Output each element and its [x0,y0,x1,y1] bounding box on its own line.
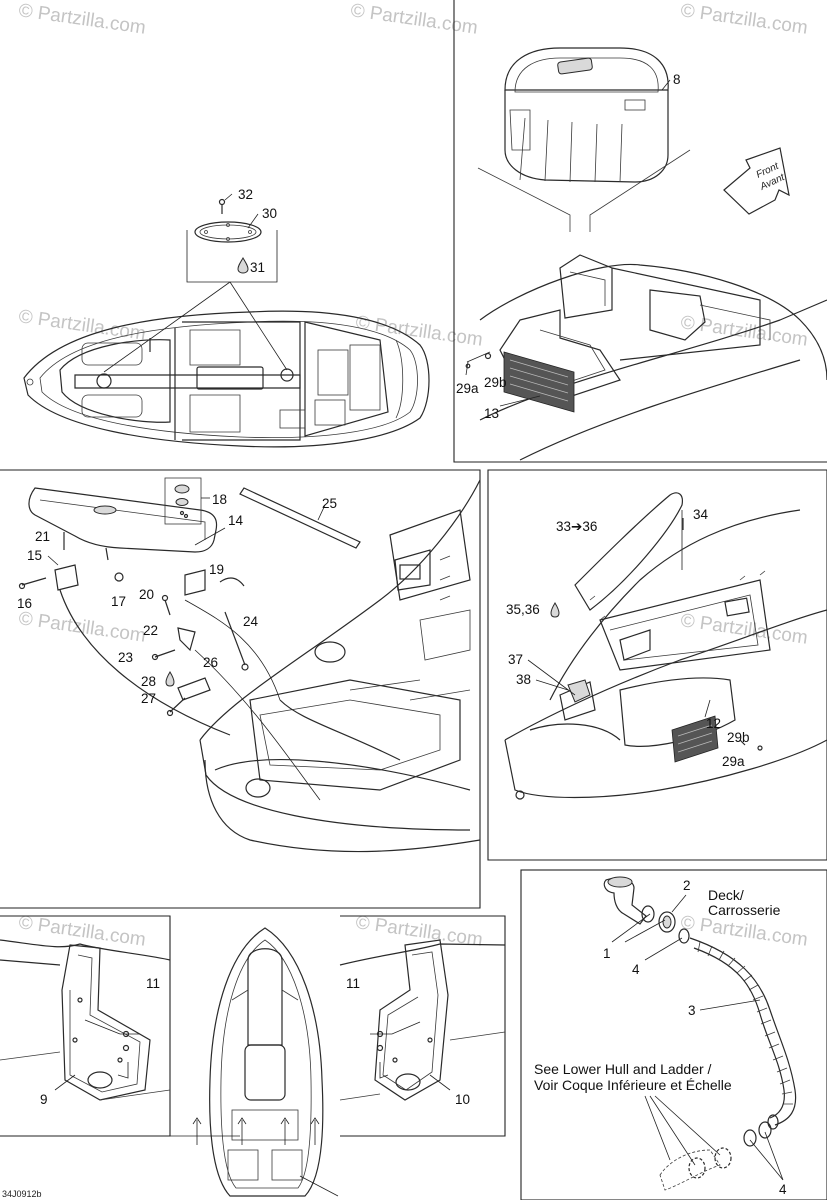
callout-21: 21 [35,529,50,544]
callout-12: 12 [706,716,721,731]
callout-25: 25 [322,496,337,511]
panel-bottom-center [170,927,339,1197]
callout-4-top: 4 [632,962,640,977]
deck-note-line-1: Deck/ [708,887,744,903]
callout-34: 34 [693,507,709,522]
callout-37: 37 [508,652,523,667]
callout-35-36: 35,36 [506,602,540,617]
watermarks: © Partzilla.com © Partzilla.com © Partzi… [17,0,809,951]
callout-19: 19 [209,562,224,577]
deck-note-line-2: Carrosserie [708,902,781,918]
watermark: © Partzilla.com [17,0,147,39]
callout-29b-top: 29b [484,375,507,390]
callout-13: 13 [484,406,499,421]
callout-17: 17 [111,594,126,609]
callout-32: 32 [238,187,253,202]
see-note-line-2: Voir Coque Inférieure et Échelle [534,1077,732,1093]
callout-24: 24 [243,614,259,629]
callout-26: 26 [203,655,218,670]
panel-bottom-mid-right [339,915,506,1137]
callout-8: 8 [673,72,681,87]
callout-31: 31 [250,260,265,275]
callout-27: 27 [141,691,156,706]
callout-14: 14 [228,513,244,528]
callout-22: 22 [143,623,158,638]
callout-4-bottom: 4 [779,1182,787,1197]
figure-code: 34J0912b [2,1189,42,1199]
watermark: © Partzilla.com [679,610,809,649]
watermark: © Partzilla.com [349,0,479,39]
panel-bottom-left [0,915,171,1137]
watermark: © Partzilla.com [17,306,147,345]
callouts: 32 30 31 8 29a 29b 13 18 25 14 21 15 19 … [17,72,787,1197]
watermark: © Partzilla.com [679,0,809,39]
callout-16: 16 [17,596,32,611]
panel-top-left [23,193,430,448]
callout-28: 28 [141,674,156,689]
callout-20: 20 [139,587,154,602]
callout-29a-top: 29a [456,381,479,396]
callout-1: 1 [603,946,611,961]
panel-bottom-right [520,869,827,1200]
callout-30: 30 [262,206,277,221]
callout-11-right: 11 [346,976,360,991]
callout-29b-mid: 29b [727,730,750,745]
callout-23: 23 [118,650,133,665]
callout-2: 2 [683,878,691,893]
see-note-line-1: See Lower Hull and Ladder / [534,1061,712,1077]
callout-18: 18 [212,492,227,507]
callout-10: 10 [455,1092,470,1107]
notes: Deck/ Carrosserie See Lower Hull and Lad… [2,887,781,1199]
panel-mid-right [487,469,827,861]
callout-33-36: 33➔36 [556,519,597,534]
callout-9: 9 [40,1092,48,1107]
callout-11-left: 11 [146,976,160,991]
watermark: © Partzilla.com [17,608,147,647]
callout-29a-mid: 29a [722,754,745,769]
callout-3: 3 [688,1003,696,1018]
callout-38: 38 [516,672,531,687]
panel-mid-left [0,469,481,909]
panel-top-right: Front Avant [453,0,827,463]
callout-15: 15 [27,548,42,563]
